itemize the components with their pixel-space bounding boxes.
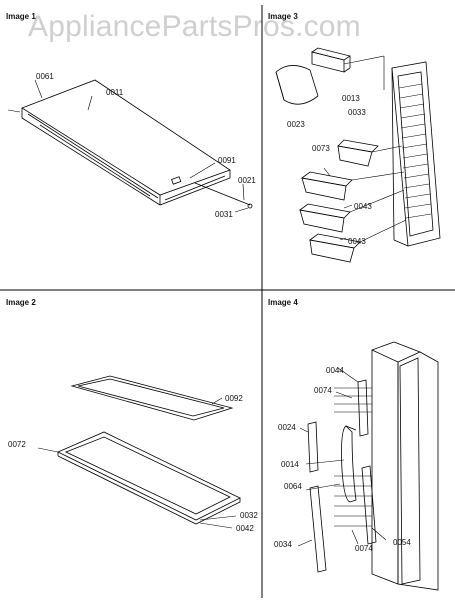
shelf-rod (194, 182, 253, 209)
panel-grid (0, 5, 455, 598)
panel-title-image-3: Image 3 (268, 12, 298, 21)
part-label-0024: 0024 (278, 423, 296, 432)
watermark: AppliancePartsPros.com (28, 10, 361, 43)
shelf-assembly (21, 79, 231, 206)
part-label-0043-upper: 0043 (354, 202, 372, 211)
door-bins (275, 47, 379, 263)
panel-title-image-1: Image 1 (6, 12, 36, 21)
shelf-frame (57, 431, 241, 525)
door-panel (371, 341, 439, 591)
panel-title-image-2: Image 2 (6, 298, 36, 307)
panel-title-image-4: Image 4 (268, 298, 298, 307)
part-label-0054: 0054 (393, 538, 411, 547)
part-label-0014: 0014 (281, 460, 299, 469)
part-label-0073: 0073 (312, 144, 330, 153)
part-label-0011: 0011 (106, 88, 124, 97)
part-label-0033: 0033 (348, 108, 366, 117)
part-label-0013: 0013 (342, 94, 360, 103)
part-label-0044: 0044 (326, 366, 344, 375)
part-label-0074-lower: 0074 (355, 544, 373, 553)
trim-strips (307, 379, 377, 573)
mounting-screws (334, 387, 372, 527)
part-label-0023: 0023 (287, 120, 305, 129)
part-label-0031: 0031 (215, 210, 233, 219)
part-label-0092: 0092 (225, 394, 243, 403)
fridge-door (391, 61, 441, 247)
leader-lines-image-4 (297, 367, 387, 547)
part-label-0072: 0072 (8, 440, 26, 449)
leader-lines-image-1 (7, 79, 249, 213)
leader-lines-image-2 (37, 397, 237, 529)
part-label-0061: 0061 (36, 72, 54, 81)
part-label-0032: 0032 (240, 511, 258, 520)
part-label-0021: 0021 (238, 176, 256, 185)
part-label-0091: 0091 (218, 156, 236, 165)
part-label-0064: 0064 (284, 482, 302, 491)
part-label-0074-upper: 0074 (314, 386, 332, 395)
part-label-0042: 0042 (236, 524, 254, 533)
part-label-0034: 0034 (274, 540, 292, 549)
glass-panel (70, 375, 234, 421)
part-label-0043-lower: 0043 (348, 237, 366, 246)
leader-lines-image-3 (323, 55, 407, 243)
handle (341, 425, 357, 503)
